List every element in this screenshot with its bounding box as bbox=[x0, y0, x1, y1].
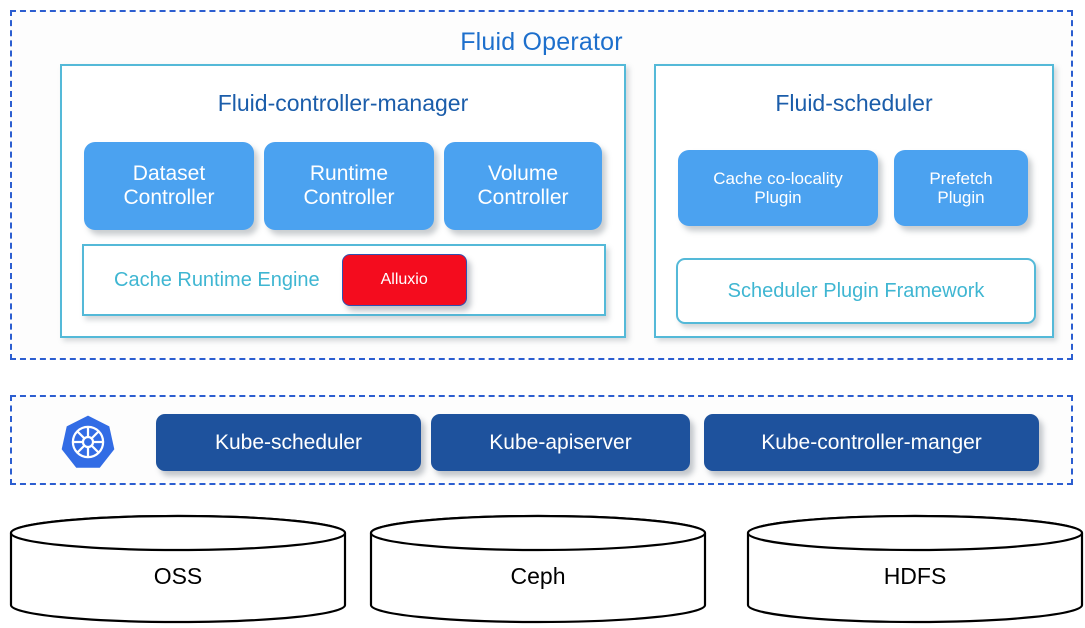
database-cylinder-icon bbox=[9, 514, 347, 624]
storage-cylinder-hdfs[interactable]: HDFS bbox=[745, 513, 1085, 625]
cache-runtime-engine-label: Cache Runtime Engine bbox=[114, 268, 320, 291]
chip-alluxio[interactable]: Alluxio bbox=[341, 254, 467, 306]
storage-label-hdfs: HDFS bbox=[883, 562, 947, 589]
chip-kube-scheduler[interactable]: Kube-scheduler bbox=[156, 414, 421, 471]
panel-title-scheduler: Fluid-scheduler bbox=[775, 90, 933, 116]
storage-cylinder-oss[interactable]: OSS bbox=[8, 513, 348, 625]
scheduler-plugin-framework-label: Scheduler Plugin Framework bbox=[727, 279, 985, 302]
chip-kube-controller-manager[interactable]: Kube-controller-manger bbox=[704, 414, 1039, 471]
subpanel-scheduler-plugin-framework: Scheduler Plugin Framework bbox=[676, 258, 1036, 324]
fluid-operator-title: Fluid Operator bbox=[460, 28, 623, 56]
kubernetes-layer-container: Kube-scheduler Kube-apiserver Kube-contr… bbox=[10, 395, 1073, 485]
kubernetes-helm-icon bbox=[60, 414, 116, 470]
storage-cylinder-ceph[interactable]: Ceph bbox=[368, 513, 708, 625]
database-cylinder-icon bbox=[746, 514, 1084, 624]
database-cylinder-icon bbox=[369, 514, 707, 624]
storage-label-ceph: Ceph bbox=[510, 562, 566, 589]
chip-kube-apiserver[interactable]: Kube-apiserver bbox=[431, 414, 690, 471]
fluid-operator-container: Fluid Operator Fluid-controller-manager … bbox=[10, 10, 1073, 360]
storage-label-oss: OSS bbox=[153, 562, 203, 589]
subpanel-cache-runtime-engine: Cache Runtime Engine Alluxio bbox=[82, 244, 606, 316]
panel-title-controller-manager: Fluid-controller-manager bbox=[217, 90, 469, 116]
